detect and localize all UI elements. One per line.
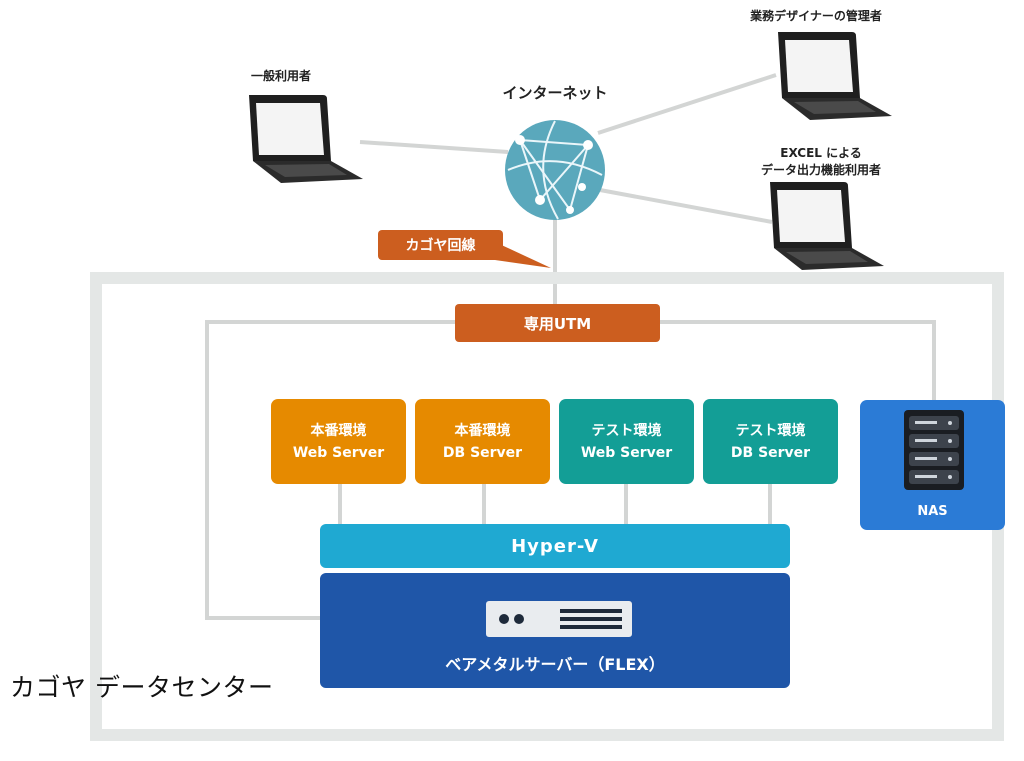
line-utm-nas — [660, 320, 936, 400]
laptop-icon — [770, 182, 884, 270]
admin-label: 業務デザイナーの管理者 — [750, 9, 882, 23]
callout-pointer — [495, 242, 551, 268]
general-user-label: 一般利用者 — [250, 69, 311, 83]
server-test-web: テスト環境 Web Server — [559, 399, 694, 484]
globe-icon — [505, 120, 605, 220]
server-env-label: テスト環境 — [735, 422, 806, 439]
excel-user-label-1: EXCEL による — [780, 146, 862, 160]
storage-server-icon — [904, 410, 964, 490]
laptop-icon — [249, 95, 363, 183]
datacenter-label: カゴヤ データセンター — [10, 673, 274, 702]
server-unit-icon — [486, 601, 632, 637]
utm-box: 専用UTM — [455, 304, 660, 342]
line-utm-bare-metal — [205, 320, 455, 620]
server-env-label: テスト環境 — [591, 422, 662, 439]
datacenter-frame — [90, 272, 1004, 741]
server-env-label: 本番環境 — [310, 422, 367, 439]
nas-box: NAS — [860, 400, 1005, 530]
bare-metal-label: ベアメタルサーバー（FLEX） — [445, 655, 665, 674]
hyperv-layer: Hyper-V — [320, 524, 790, 568]
server-env-label: 本番環境 — [454, 422, 511, 439]
internet-label: インターネット — [502, 84, 608, 102]
bare-metal-server: ベアメタルサーバー（FLEX） — [320, 573, 790, 688]
line-callout: カゴヤ回線 — [378, 230, 503, 260]
line-admin — [597, 73, 777, 135]
server-role-label: Web Server — [580, 444, 673, 461]
line-general-user — [359, 140, 509, 154]
server-prod-db: 本番環境 DB Server — [415, 399, 550, 484]
server-role-label: Web Server — [292, 444, 385, 461]
server-prod-web: 本番環境 Web Server — [271, 399, 406, 484]
server-test-db: テスト環境 DB Server — [703, 399, 838, 484]
line-excel-user — [599, 188, 773, 224]
excel-user-label-2: データ出力機能利用者 — [760, 163, 881, 177]
nas-label: NAS — [917, 504, 948, 519]
laptop-icon — [778, 32, 892, 120]
server-role-label: DB Server — [442, 444, 523, 461]
server-role-label: DB Server — [730, 444, 811, 461]
